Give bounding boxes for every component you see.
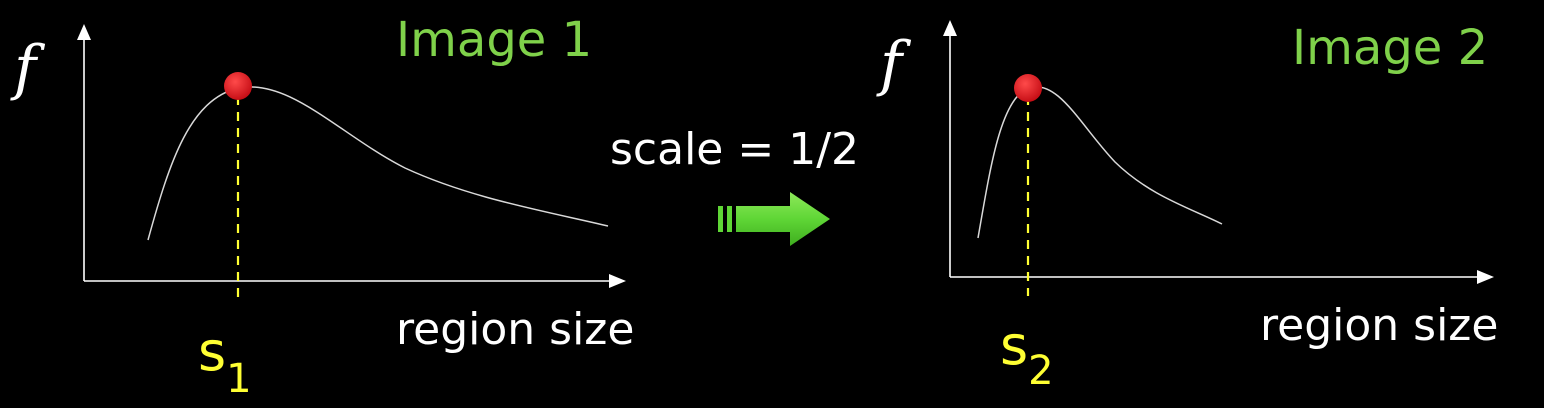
x-axis-arrowhead xyxy=(1477,270,1494,284)
left-panel: f Image 1 s1 region size xyxy=(10,12,634,402)
response-curve xyxy=(977,85,1223,239)
peak-label: s2 xyxy=(1000,314,1054,394)
x-axis-label: region size xyxy=(1260,300,1498,351)
arrow-body xyxy=(736,192,830,246)
right-arrow-icon xyxy=(718,192,830,246)
panel-title: Image 2 xyxy=(1292,20,1488,76)
arrow-stripe xyxy=(727,206,732,232)
y-axis-label: f xyxy=(876,29,912,99)
peak-label-base: s xyxy=(198,320,226,383)
scale-label: scale = 1/2 xyxy=(610,124,859,175)
y-axis-arrowhead xyxy=(943,20,957,36)
peak-label: s1 xyxy=(198,320,252,402)
x-axis-label: region size xyxy=(396,304,634,355)
peak-label-subscript: 2 xyxy=(1028,348,1053,394)
panel-title: Image 1 xyxy=(396,12,592,68)
scale-transition: scale = 1/2 xyxy=(610,124,859,246)
arrow-stripe xyxy=(718,206,723,232)
y-axis-label: f xyxy=(10,33,46,103)
x-axis-arrowhead xyxy=(609,274,626,288)
y-axis-arrowhead xyxy=(77,24,91,40)
peak-label-subscript: 1 xyxy=(226,356,251,402)
right-panel: f Image 2 s2 region size xyxy=(876,20,1498,394)
peak-label-base: s xyxy=(1000,314,1028,377)
response-curve xyxy=(147,86,609,241)
peak-marker xyxy=(224,72,252,100)
peak-marker xyxy=(1014,74,1042,102)
